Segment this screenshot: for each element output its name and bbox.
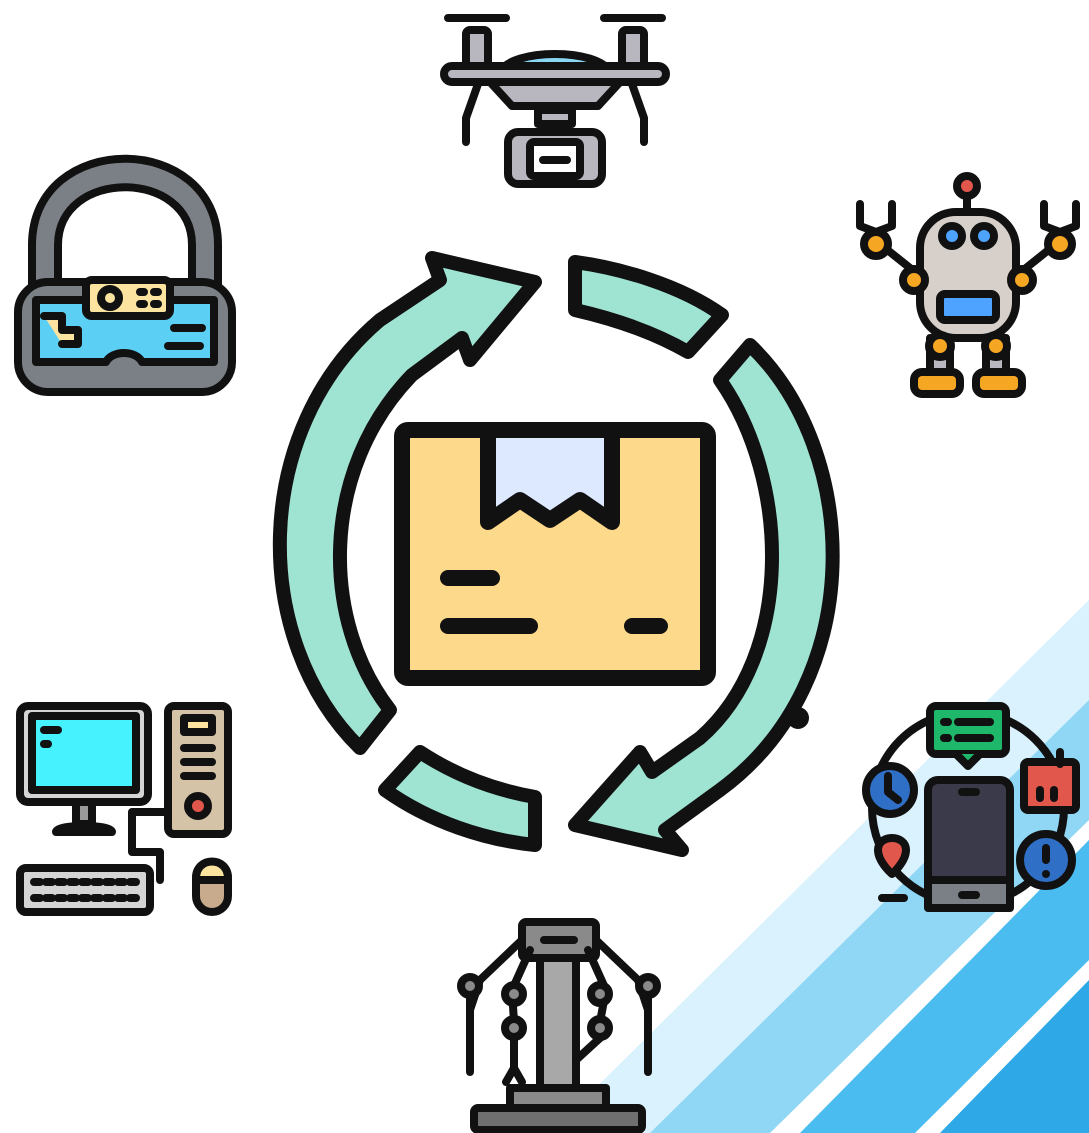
robot-icon bbox=[856, 172, 1080, 398]
stripe bbox=[800, 840, 1089, 1133]
vr-headset-icon bbox=[14, 154, 236, 396]
arrow-segment-bottom-left bbox=[378, 745, 542, 852]
drone-icon bbox=[440, 14, 670, 188]
smartphone-notifications-icon bbox=[862, 702, 1080, 912]
arrow-segment-upper-left bbox=[272, 251, 542, 755]
stripe bbox=[940, 980, 1089, 1133]
arrow-segment-right bbox=[568, 338, 840, 857]
package-box-icon bbox=[394, 422, 716, 686]
cycle-dot bbox=[787, 707, 809, 729]
cycle-arrows-icon bbox=[272, 251, 840, 857]
arrow-segment-top-right bbox=[568, 255, 729, 359]
desktop-computer-icon bbox=[16, 702, 232, 916]
robotic-arm-icon bbox=[457, 918, 661, 1133]
